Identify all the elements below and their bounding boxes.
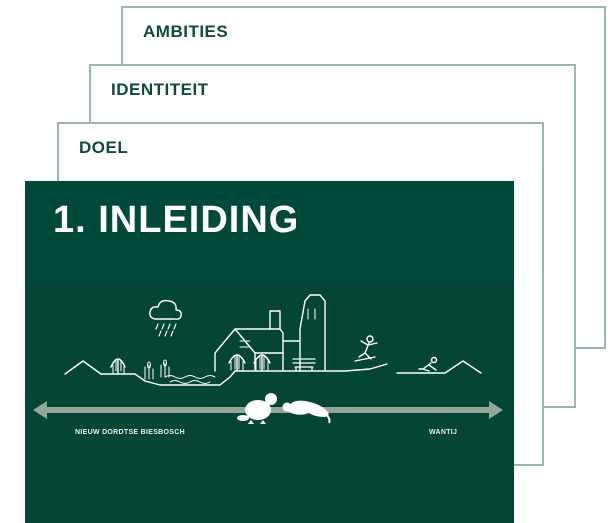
card-inleiding[interactable]: 1. INLEIDING: [25, 181, 514, 523]
dike-left-line: [64, 360, 102, 375]
water-waves: [164, 375, 216, 379]
skater-icon: [354, 335, 378, 362]
reclining-person-icon: [418, 356, 438, 372]
landscape-illustration: NIEUW DORDTSE BIESBOSCH WANTIJ: [25, 281, 514, 523]
willow-tree-icon: [110, 358, 126, 374]
ground-profile-line: [100, 363, 388, 386]
card-title-doel: DOEL: [79, 138, 129, 157]
card-title-ambities: AMBITIES: [143, 22, 229, 41]
axis-label-left: NIEUW DORDTSE BIESBOSCH: [75, 429, 185, 436]
reed-icon: [144, 359, 170, 380]
rain-cloud-icon: [149, 299, 182, 337]
water-waves-2: [169, 380, 211, 384]
willow-tree-icon-2: [228, 354, 271, 371]
card-title-identiteit: IDENTITEIT: [111, 80, 209, 99]
otter-icon: [282, 400, 331, 424]
bench-icon: [292, 358, 316, 372]
beaver-icon: [237, 393, 277, 424]
axis-label-right: WANTIJ: [429, 429, 458, 436]
ground-profile-right: [396, 360, 482, 374]
church-building-icon: [214, 294, 326, 372]
landscape-svg: [33, 294, 503, 424]
card-title-inleiding: 1. INLEIDING: [53, 199, 300, 241]
